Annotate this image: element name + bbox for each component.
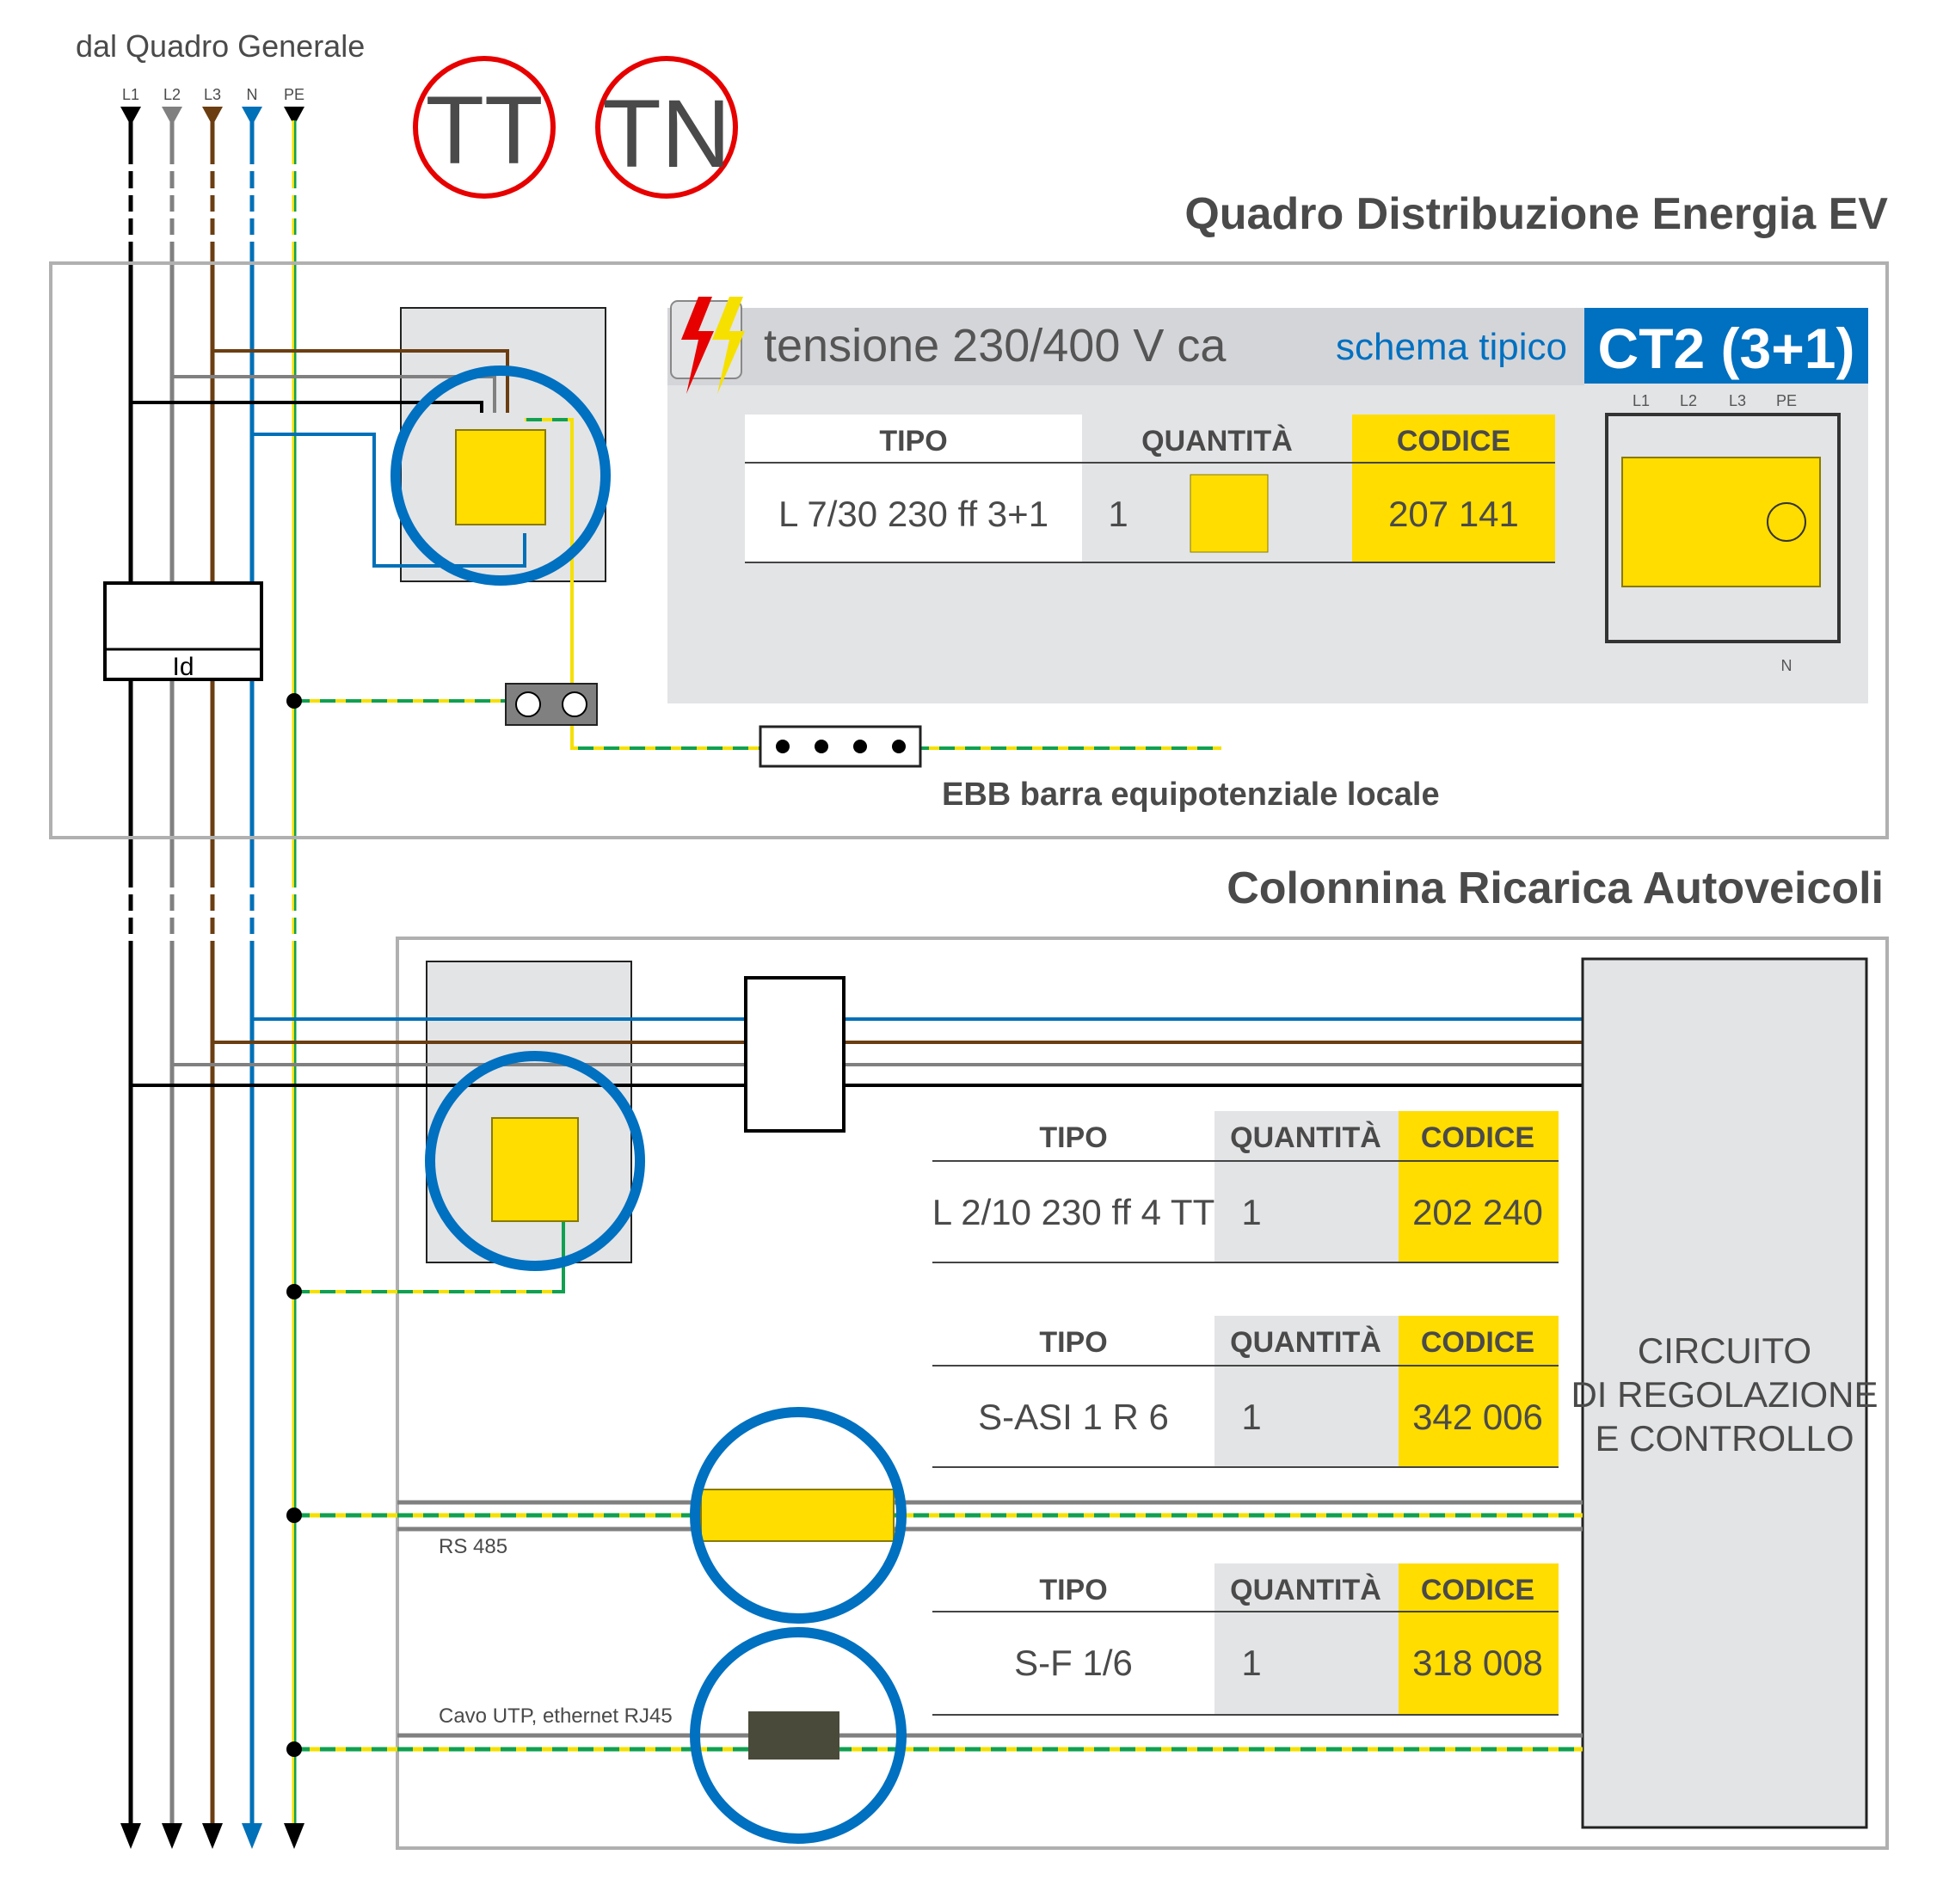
control-box-line-2: DI REGOLAZIONE	[1571, 1374, 1878, 1415]
label-l1: L1	[122, 86, 139, 103]
charging-station-frame	[396, 937, 1889, 1850]
spd-module-1	[455, 429, 546, 525]
svg-text:CODICE: CODICE	[1421, 1326, 1534, 1359]
ebb-bar	[759, 725, 922, 768]
label-n: N	[247, 86, 258, 103]
svg-text:1: 1	[1108, 494, 1128, 534]
svg-text:L3: L3	[1729, 392, 1746, 409]
svg-text:TN: TN	[602, 80, 730, 187]
svg-text:S-F 1/6: S-F 1/6	[1014, 1643, 1133, 1683]
mcb-breaker	[744, 976, 846, 1133]
svg-text:202 240: 202 240	[1412, 1192, 1543, 1232]
svg-text:L 7/30 230 ff 3+1: L 7/30 230 ff 3+1	[778, 494, 1048, 534]
pe-terminal-block	[505, 683, 598, 726]
label-l3: L3	[204, 86, 221, 103]
svg-text:L 2/10 230 ff 4 TT: L 2/10 230 ff 4 TT	[932, 1192, 1214, 1232]
product-table-4: TIPO QUANTITÀ CODICE S-F 1/6 1 318 008	[932, 1563, 1559, 1716]
product-table-1: TIPO QUANTITÀ CODICE L 7/30 230 ff 3+1 1…	[745, 415, 1555, 563]
control-box	[1581, 957, 1868, 1829]
svg-text:L1: L1	[1633, 392, 1650, 409]
ebb-label: EBB barra equipotenziale locale	[942, 777, 1440, 813]
distribution-board-frame	[49, 261, 1889, 839]
svg-text:318 008: 318 008	[1412, 1643, 1543, 1683]
highlight-ring-ethernet	[690, 1627, 907, 1844]
schema-label: schema tipico	[1336, 326, 1567, 368]
svg-text:QUANTITÀ: QUANTITÀ	[1141, 425, 1293, 458]
svg-text:1: 1	[1241, 1397, 1261, 1437]
conductor-labels: L1 L2 L3 N PE	[122, 86, 304, 103]
highlight-ring-spd-1	[390, 365, 611, 586]
distribution-board-title: Quadro Distribuzione Energia EV	[1184, 189, 1888, 239]
rs485-protector	[700, 1489, 895, 1542]
control-box-line-1: CIRCUITO	[1638, 1330, 1811, 1371]
svg-text:TIPO: TIPO	[879, 425, 947, 458]
svg-text:L2: L2	[1680, 392, 1697, 409]
product-table-3: TIPO QUANTITÀ CODICE S-ASI 1 R 6 1 342 0…	[932, 1316, 1559, 1468]
svg-text:S-ASI 1 R 6: S-ASI 1 R 6	[978, 1397, 1169, 1437]
svg-text:TT: TT	[426, 77, 544, 184]
label-l2: L2	[163, 86, 181, 103]
svg-text:1: 1	[1241, 1643, 1261, 1683]
rs485-label: RS 485	[439, 1535, 507, 1558]
ethernet-protector	[748, 1711, 839, 1760]
svg-text:QUANTITÀ: QUANTITÀ	[1230, 1121, 1381, 1154]
source-label: dal Quadro Generale	[76, 28, 365, 64]
svg-text:PE: PE	[1776, 392, 1797, 409]
svg-text:1: 1	[1241, 1192, 1261, 1232]
badge-tn: TN	[595, 56, 738, 199]
ethernet-label: Cavo UTP, ethernet RJ45	[439, 1704, 673, 1728]
svg-text:CODICE: CODICE	[1397, 425, 1510, 458]
voltage-label: tensione 230/400 V ca	[764, 320, 1227, 372]
highlight-ring-rs485	[690, 1407, 907, 1624]
ct2-schematic: L1 L2 L3 PE N	[1605, 392, 1841, 674]
label-pe: PE	[284, 86, 304, 103]
svg-text:CODICE: CODICE	[1421, 1121, 1534, 1154]
schema-code-badge	[1584, 308, 1868, 384]
product-image-spd	[1190, 474, 1269, 553]
highlight-ring-spd-2	[425, 1051, 645, 1271]
svg-text:TIPO: TIPO	[1039, 1326, 1107, 1359]
badge-tt: TT	[413, 56, 556, 199]
svg-text:342 006: 342 006	[1412, 1397, 1543, 1437]
rcd-breaker: Id	[103, 581, 263, 681]
svg-text:N: N	[1781, 657, 1792, 674]
schema-code: CT2 (3+1)	[1598, 316, 1855, 380]
control-box-line-3: E CONTROLLO	[1595, 1418, 1854, 1459]
conductor-bus	[120, 107, 310, 1849]
svg-text:CODICE: CODICE	[1421, 1574, 1534, 1606]
svg-text:TIPO: TIPO	[1039, 1121, 1107, 1154]
svg-text:QUANTITÀ: QUANTITÀ	[1230, 1574, 1381, 1606]
svg-text:TIPO: TIPO	[1039, 1574, 1107, 1606]
svg-text:QUANTITÀ: QUANTITÀ	[1230, 1326, 1381, 1359]
spd-module-2	[491, 1117, 579, 1222]
svg-text:Id: Id	[172, 653, 194, 681]
product-table-2: TIPO QUANTITÀ CODICE L 2/10 230 ff 4 TT …	[932, 1111, 1559, 1263]
lightning-icon	[670, 297, 745, 394]
charging-station-title: Colonnina Ricarica Autoveicoli	[1227, 863, 1884, 913]
svg-text:207 141: 207 141	[1388, 494, 1519, 534]
